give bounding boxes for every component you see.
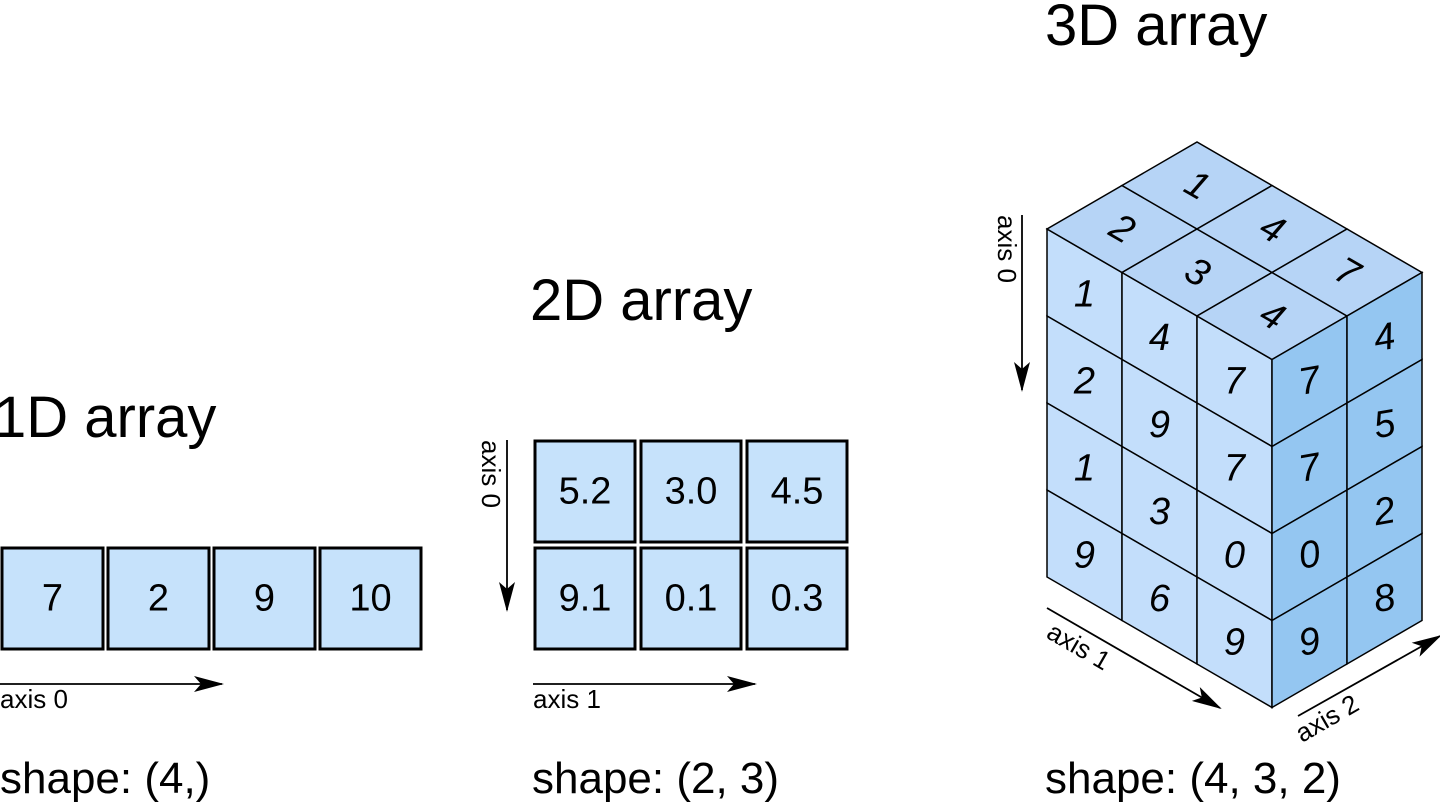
array-3d-front-cell-value: 3 bbox=[1149, 491, 1170, 533]
array-2d-cell bbox=[745, 546, 849, 651]
array-2d-cell-value: 0.1 bbox=[665, 578, 718, 620]
array-1d-cell-value: 10 bbox=[349, 578, 391, 620]
array-3d-front-cell-value: 4 bbox=[1149, 317, 1170, 359]
array-3d-front-cell-value: 9 bbox=[1149, 404, 1170, 446]
array-2d-shape: shape: (2, 3) bbox=[532, 754, 779, 803]
array-2d-cell bbox=[533, 546, 637, 651]
array-3d-axis0-label: axis 0 bbox=[992, 215, 1022, 283]
array-3d-front-cell-value: 6 bbox=[1149, 578, 1171, 620]
array-2d-title: 2D array bbox=[530, 268, 752, 333]
array-3d-front-cell-value: 1 bbox=[1074, 273, 1095, 315]
array-3d-title: 3D array bbox=[1045, 0, 1267, 58]
array-3d-front-cell-value: 2 bbox=[1073, 360, 1095, 402]
array-2d-cell bbox=[533, 439, 637, 544]
array-3d-front-cell-value: 0 bbox=[1224, 534, 1245, 576]
array-1d-cell bbox=[212, 546, 317, 651]
array-2d-cell-value: 4.5 bbox=[771, 471, 824, 513]
array-3d-shape: shape: (4, 3, 2) bbox=[1045, 754, 1341, 803]
array-1d-axis0-label: axis 0 bbox=[0, 684, 68, 714]
array-3d-axis2-arrow bbox=[1297, 635, 1440, 717]
array-3d-front-cell-value: 7 bbox=[1224, 360, 1247, 402]
array-1d-cells: 7 2 9 10 bbox=[0, 546, 423, 651]
array-2d-cell bbox=[639, 439, 743, 544]
array-3d-axis1-label: axis 1 bbox=[1042, 616, 1116, 676]
array-1d-panel: 1D array 7 2 9 10 axis 0 shape: (4,) bbox=[0, 385, 423, 803]
array-3d-side-cell bbox=[1346, 532, 1423, 666]
array-1d-cell-value: 9 bbox=[254, 578, 275, 620]
array-3d-front-cell-value: 9 bbox=[1074, 534, 1095, 576]
array-2d-cell bbox=[639, 546, 743, 651]
array-3d-axis2-label: axis 2 bbox=[1290, 688, 1364, 748]
array-2d-cell bbox=[745, 439, 849, 544]
array-2d-cell-value: 0.3 bbox=[771, 578, 824, 620]
array-2d-axis0-label: axis 0 bbox=[476, 440, 506, 508]
array-1d-cell-value: 7 bbox=[42, 578, 63, 620]
array-2d-panel: 2D array 5.2 3.0 4.5 9.1 0.1 0.3 axis 0 axis … bbox=[476, 268, 849, 803]
array-2d-cells: 5.2 3.0 4.5 9.1 0.1 0.3 bbox=[533, 439, 849, 651]
array-3d-axis1-arrow bbox=[1046, 607, 1222, 710]
array-3d-front-cell-value: 7 bbox=[1224, 447, 1247, 489]
array-3d-front-cell-value: 9 bbox=[1224, 621, 1245, 663]
array-1d-cell bbox=[0, 546, 105, 651]
array-1d-cell bbox=[106, 546, 211, 651]
array-2d-cell-value: 3.0 bbox=[665, 471, 718, 513]
array-3d-front-cell-value: 1 bbox=[1074, 447, 1095, 489]
array-2d-cell-value: 5.2 bbox=[559, 471, 612, 513]
array-1d-shape: shape: (4,) bbox=[0, 754, 210, 803]
array-1d-title: 1D array bbox=[0, 385, 216, 450]
array-2d-cell-value: 9.1 bbox=[559, 578, 612, 620]
array-1d-cell bbox=[318, 546, 423, 651]
array-1d-cell-value: 2 bbox=[148, 578, 169, 620]
array-2d-axis1-label: axis 1 bbox=[533, 684, 601, 714]
